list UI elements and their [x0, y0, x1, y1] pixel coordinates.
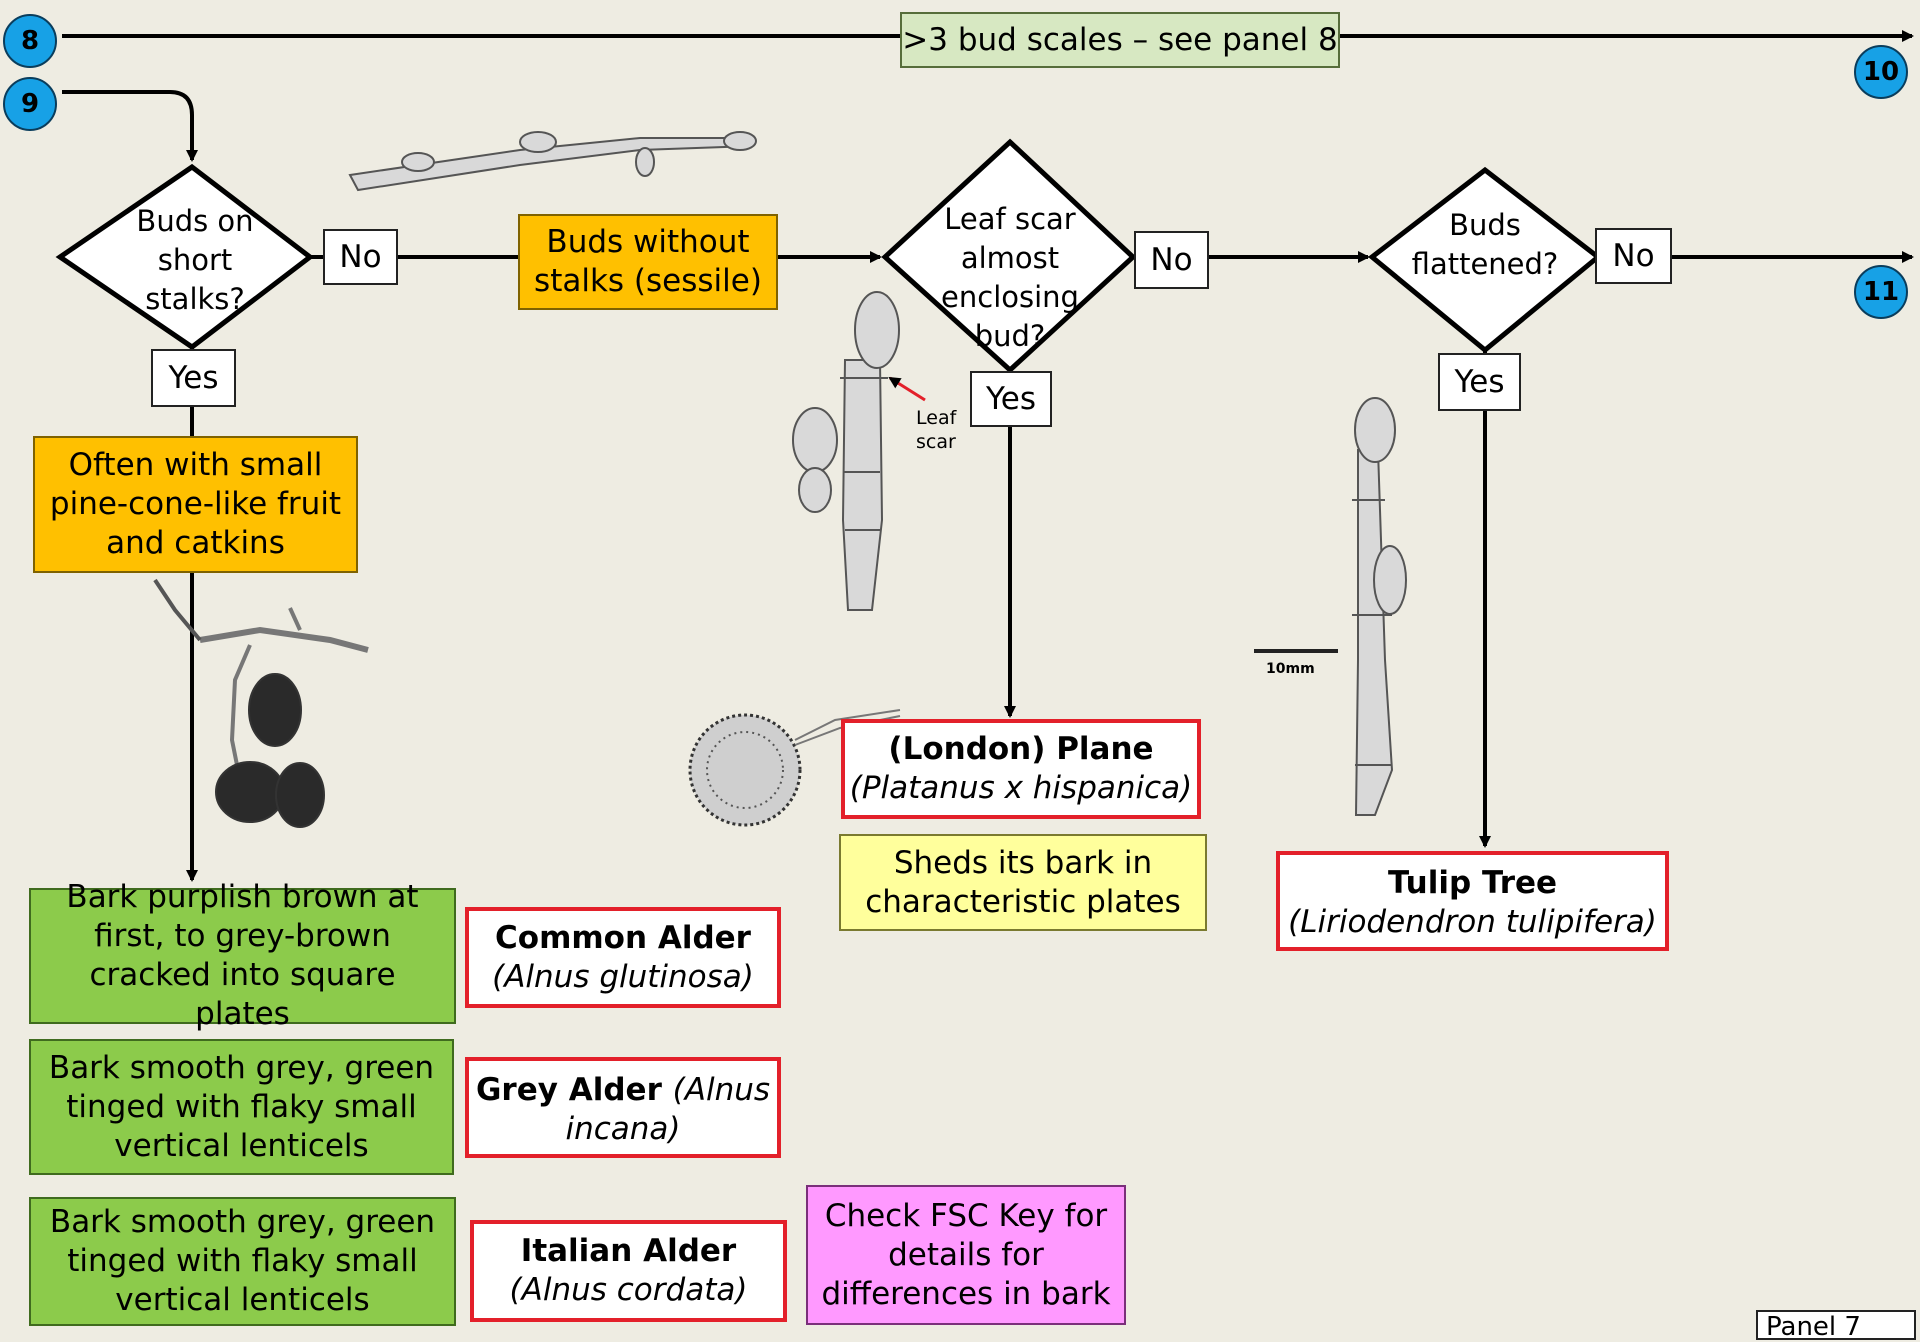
leaf-scar-line-2: scar [916, 431, 956, 453]
twig-illustration-tulip [1352, 397, 1407, 816]
decision-3-line-1: Buds [1449, 208, 1521, 242]
connector-11[interactable]: 11 [1854, 265, 1908, 319]
no-label-2: No [1134, 231, 1209, 289]
connector-10[interactable]: 10 [1854, 45, 1908, 99]
decision-2-line-1: Leaf scar [944, 202, 1076, 236]
decision-2-line-3: enclosing [941, 280, 1079, 314]
decision-diamond-1 [55, 163, 315, 351]
line-9-to-decision1 [62, 90, 198, 162]
panel-tag: Panel 7 [1756, 1310, 1916, 1342]
plane-bark-note: Sheds its bark in characteristic plates [839, 834, 1207, 931]
species-common-name: Common Alder [495, 919, 751, 956]
decision-1-line-1: Buds on [136, 203, 254, 238]
species-common-name: Grey Alder [475, 1072, 673, 1108]
bark-note-grey-alder: Bark smooth grey, green tinged with flak… [29, 1039, 454, 1175]
species-latin-name: (Alnus glutinosa) [492, 958, 754, 995]
yes-label-3: Yes [1438, 353, 1521, 411]
decision-2-text: Leaf scar almost enclosing bud? [930, 198, 1090, 358]
species-latin-name: (Alnus cordata) [509, 1272, 748, 1308]
alder-fruit-note: Often with small pine-cone-like fruit an… [33, 436, 358, 573]
species-tulip-tree[interactable]: Tulip Tree (Liriodendron tulipifera) [1276, 851, 1669, 951]
decision-1-line-2: short [157, 242, 233, 277]
decision-3-line-2: flattened? [1411, 247, 1559, 281]
no-label-3: No [1595, 228, 1672, 284]
decision-2-line-4: bud? [974, 319, 1046, 353]
yes-label-1: Yes [151, 349, 236, 407]
decision-3-text: Buds flattened? [1400, 205, 1570, 285]
sessile-buds-note: Buds without stalks (sessile) [518, 214, 778, 310]
decision-1-text: Buds on short stalks? [110, 200, 280, 320]
fsc-key-note: Check FSC Key for details for difference… [806, 1185, 1126, 1325]
species-latin-name: (Alnus incana) [565, 1072, 771, 1147]
species-latin-name: (Liriodendron tulipifera) [1288, 904, 1657, 940]
leaf-scar-pointer [888, 376, 926, 402]
leaf-scar-line-1: Leaf [916, 407, 957, 429]
twig-illustration-sessile [348, 131, 757, 192]
more-bud-scales-label: >3 bud scales – see panel 8 [900, 12, 1340, 68]
twig-illustration-plane [792, 291, 900, 611]
decision-diamond-3 [1367, 166, 1603, 354]
species-common-name: Italian Alder [520, 1233, 737, 1269]
decision-1-line-3: stalks? [145, 281, 245, 316]
alder-cones-illustration [153, 578, 369, 828]
no-label-1: No [323, 229, 398, 285]
species-italian-alder[interactable]: Italian Alder (Alnus cordata) [470, 1220, 787, 1322]
species-common-name: Tulip Tree [1387, 865, 1558, 901]
species-latin-name: (Platanus x hispanica) [849, 770, 1193, 806]
bark-note-italian-alder: Bark smooth grey, green tinged with flak… [29, 1197, 456, 1326]
connector-8[interactable]: 8 [3, 14, 57, 68]
plane-seedball-illustration [688, 709, 901, 827]
leaf-scar-annotation: Leaf scar [916, 406, 956, 454]
decision-2-line-2: almost [960, 241, 1060, 275]
bark-note-common-alder: Bark purplish brown at first, to grey-br… [29, 879, 456, 1032]
species-grey-alder[interactable]: Grey Alder (Alnus incana) [465, 1057, 781, 1158]
species-common-name: (London) Plane [888, 731, 1154, 767]
scale-label: 10mm [1266, 661, 1315, 677]
decision-diamond-2 [881, 138, 1137, 374]
species-common-alder[interactable]: Common Alder (Alnus glutinosa) [465, 907, 781, 1008]
connector-9[interactable]: 9 [3, 77, 57, 131]
yes-label-2: Yes [970, 371, 1052, 427]
species-london-plane[interactable]: (London) Plane (Platanus x hispanica) [841, 719, 1201, 819]
